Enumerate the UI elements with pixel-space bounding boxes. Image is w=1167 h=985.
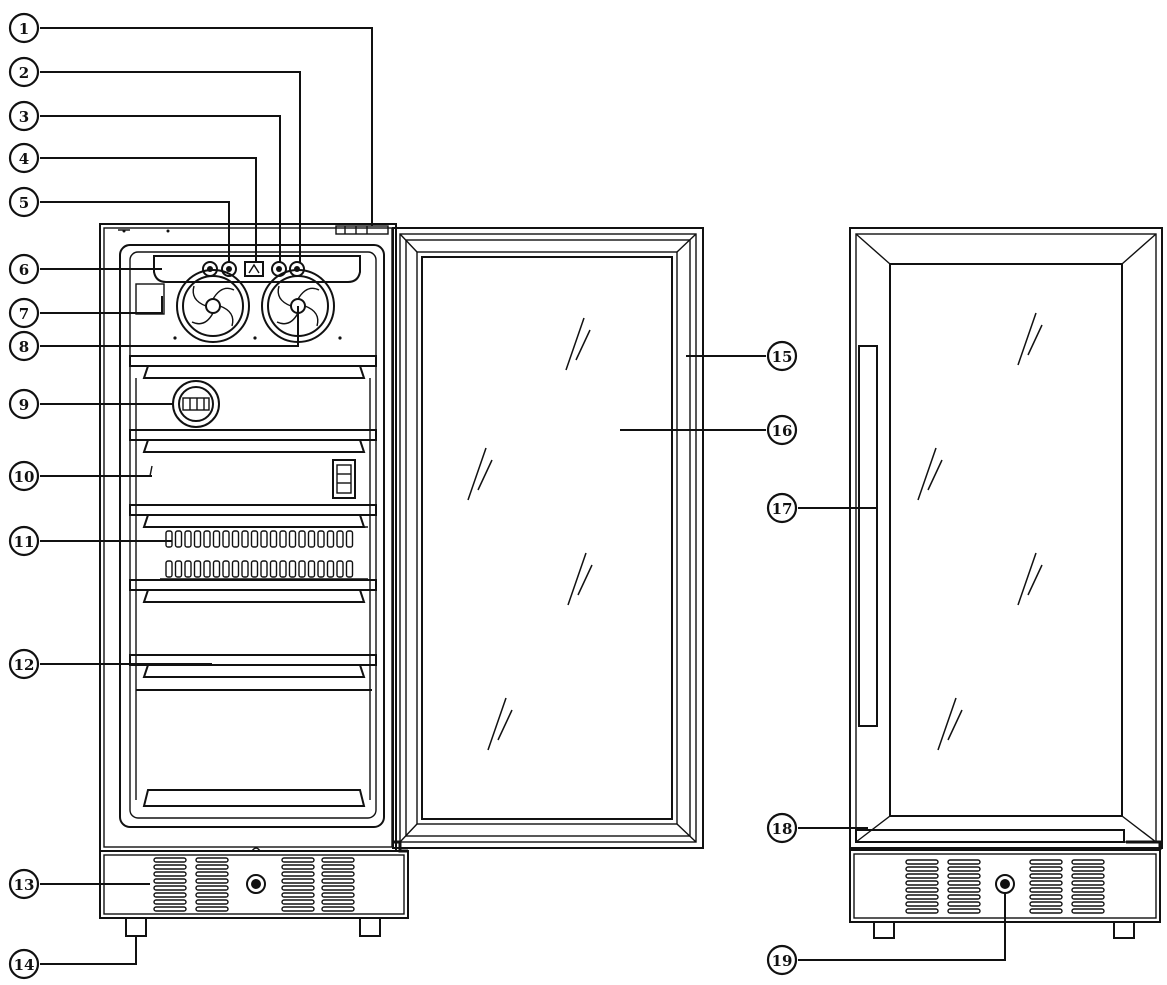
bottom-trim — [855, 829, 1125, 843]
callout-16: 16 — [766, 414, 798, 446]
grille-vents — [153, 857, 355, 912]
foot-left — [125, 917, 147, 937]
open-cabinet — [99, 223, 409, 937]
callout-label: 16 — [772, 422, 793, 440]
front-grille-vents — [905, 859, 1105, 914]
callout-19: 19 — [766, 944, 798, 976]
callout-4: 4 — [8, 142, 40, 174]
callout-label: 17 — [772, 500, 793, 518]
callout-2: 2 — [8, 56, 40, 88]
callout-label: 9 — [19, 396, 29, 414]
callout-label: 12 — [14, 656, 35, 674]
callout-label: 15 — [772, 348, 793, 366]
front-foot-right — [1113, 921, 1135, 939]
callout-label: 13 — [14, 876, 35, 894]
shelves — [129, 355, 377, 807]
callout-label: 1 — [19, 20, 29, 38]
fan-left — [176, 269, 250, 343]
front-foot-left — [873, 921, 895, 939]
callout-label: 2 — [19, 64, 29, 82]
callout-label: 3 — [19, 108, 29, 126]
front-door-glass — [889, 263, 1123, 817]
closed-front-view — [849, 227, 1163, 939]
callout-9: 9 — [8, 388, 40, 420]
bottle-rack — [160, 526, 368, 580]
glass-reflections — [467, 312, 1043, 751]
kickplate — [99, 843, 409, 919]
callout-label: 18 — [772, 820, 793, 838]
callout-10: 10 — [8, 460, 40, 492]
callout-15: 15 — [766, 340, 798, 372]
thermostat-dial — [172, 380, 220, 428]
callout-label: 7 — [19, 305, 29, 323]
callout-14: 14 — [8, 948, 40, 980]
callout-label: 6 — [19, 261, 29, 279]
open-door — [392, 227, 704, 853]
callout-label: 19 — [772, 952, 793, 970]
light-box — [135, 283, 165, 315]
callout-18: 18 — [766, 812, 798, 844]
callout-12: 12 — [8, 648, 40, 680]
callout-17: 17 — [766, 492, 798, 524]
callout-1: 1 — [8, 12, 40, 44]
leader-lines — [40, 27, 1006, 965]
kick-knob — [246, 874, 266, 894]
display-window — [244, 261, 264, 277]
callout-label: 8 — [19, 338, 29, 356]
callout-label: 5 — [19, 194, 29, 212]
cabinet-interior — [119, 244, 385, 828]
callout-3: 3 — [8, 100, 40, 132]
callout-7: 7 — [8, 297, 40, 329]
door-glass — [421, 256, 673, 820]
callout-label: 10 — [14, 468, 35, 486]
door-switch — [332, 459, 356, 499]
foot-right — [359, 917, 381, 937]
top-control-strip — [335, 225, 389, 235]
front-door-frame — [849, 227, 1163, 849]
callout-8: 8 — [8, 330, 40, 362]
callout-label: 14 — [14, 956, 35, 974]
control-panel — [153, 255, 361, 283]
callout-label: 11 — [14, 533, 35, 551]
callout-13: 13 — [8, 868, 40, 900]
callout-5: 5 — [8, 186, 40, 218]
callout-6: 6 — [8, 253, 40, 285]
callout-label: 4 — [19, 150, 29, 168]
door-handle — [858, 345, 878, 727]
callout-11: 11 — [8, 525, 40, 557]
door-frame — [392, 227, 704, 849]
